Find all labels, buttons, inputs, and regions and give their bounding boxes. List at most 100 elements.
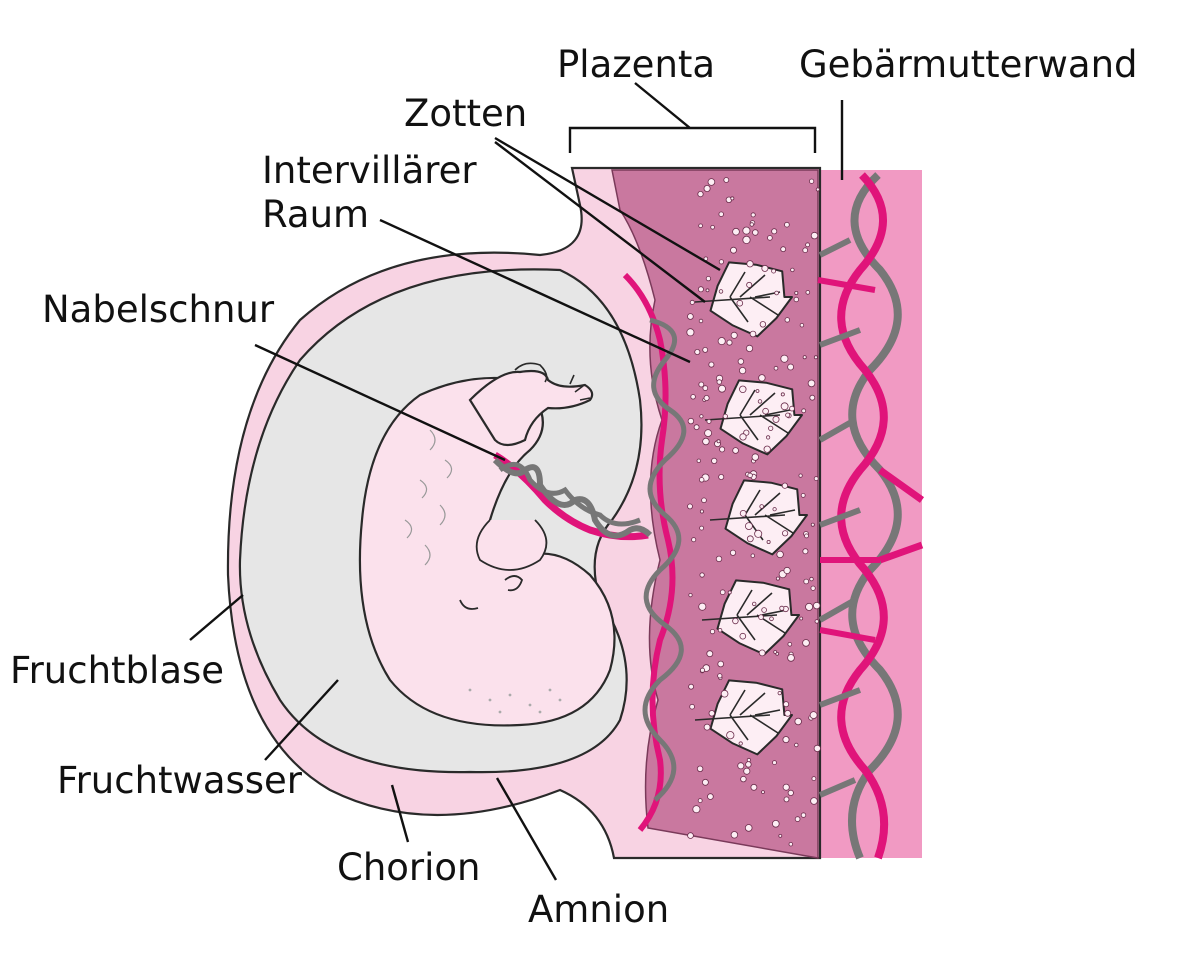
stipple-dot	[803, 356, 806, 359]
stipple-dot	[813, 602, 820, 609]
stipple-dot	[733, 618, 739, 624]
stipple-dot	[699, 224, 703, 228]
label-intervillaerer-line2: Raum	[262, 193, 369, 236]
stipple-dot	[739, 367, 745, 373]
stipple-dot	[747, 282, 752, 287]
stipple-dot	[710, 629, 714, 633]
stipple-dot	[781, 393, 784, 396]
stipple-dot	[741, 776, 747, 782]
stipple-dot	[789, 842, 793, 846]
stipple-dot	[752, 454, 759, 461]
stipple-dot	[707, 419, 711, 423]
stipple-dot	[785, 222, 790, 227]
stipple-dot	[801, 493, 805, 497]
stipple-dot	[747, 758, 750, 761]
stipple-dot	[784, 797, 789, 802]
stipple-dot	[702, 498, 707, 503]
stipple-dot	[703, 386, 708, 391]
stipple-dot	[747, 536, 753, 542]
stipple-dot	[738, 359, 744, 365]
stipple-dot	[791, 268, 795, 272]
label-gebaermutterwand: Gebärmutterwand	[799, 43, 1138, 86]
stipple-dot	[746, 345, 752, 351]
stipple-dot	[727, 340, 732, 345]
label-fruchtwasser: Fruchtwasser	[57, 759, 303, 802]
plazenta-bracket	[570, 83, 815, 153]
stipple-dot	[699, 603, 706, 610]
stipple-dot	[698, 191, 703, 196]
stipple-dot	[782, 531, 787, 536]
stipple-dot	[762, 265, 768, 271]
stipple-dot	[804, 579, 809, 584]
stipple-dot	[697, 766, 703, 772]
stipple-dot	[778, 691, 781, 694]
label-plazenta: Plazenta	[557, 43, 715, 86]
stipple-dot	[731, 197, 734, 200]
stipple-dot	[727, 732, 734, 739]
stipple-dot	[794, 297, 799, 302]
stipple-dot	[755, 530, 762, 537]
stipple-dot	[773, 508, 776, 511]
stipple-dot	[803, 640, 810, 647]
stipple-dot	[709, 362, 714, 367]
stipple-dot	[790, 406, 795, 411]
stipple-dot	[740, 386, 747, 393]
stipple-dot	[716, 556, 722, 562]
stipple-dot	[704, 395, 709, 400]
stipple-dot	[772, 820, 779, 827]
stipple-dot	[759, 375, 766, 382]
stipple-dot	[731, 832, 738, 839]
stipple-dot	[763, 408, 769, 414]
stipple-dot	[688, 504, 693, 509]
stipple-dot	[708, 179, 715, 186]
stipple-dot	[783, 784, 789, 790]
stipple-dot	[702, 779, 708, 785]
stipple-dot	[693, 806, 700, 813]
stipple-dot	[717, 440, 720, 443]
stipple-dot	[728, 591, 731, 594]
stipple-dot	[777, 551, 784, 558]
stipple-dot	[806, 243, 810, 247]
stipple-dot	[739, 742, 742, 745]
stipple-dot	[784, 702, 789, 707]
stipple-dot	[699, 478, 704, 483]
stipple-dot	[788, 642, 792, 646]
stipple-dot	[776, 577, 779, 580]
stipple-dot	[694, 425, 699, 430]
stipple-dot	[756, 390, 759, 393]
stipple-dot	[781, 403, 788, 410]
label-amnion: Amnion	[528, 888, 669, 931]
stipple-dot	[700, 415, 703, 418]
stipple-dot	[788, 364, 794, 370]
stipple-dot	[731, 247, 737, 253]
stipple-dot	[704, 185, 710, 191]
stipple-dot	[718, 661, 724, 667]
stipple-dot	[770, 617, 774, 621]
stipple-dot	[695, 349, 700, 354]
stipple-dot	[700, 510, 703, 513]
stipple-dot	[720, 447, 725, 452]
stipple-dot	[699, 382, 704, 387]
stipple-dot	[688, 418, 694, 424]
stipple-dot	[805, 534, 809, 538]
stipple-dot	[719, 260, 723, 264]
stipple-dot	[803, 248, 808, 253]
stipple-dot	[698, 287, 703, 292]
stipple-dot	[689, 684, 694, 689]
stipple-dot	[707, 651, 713, 657]
stipple-dot	[738, 763, 744, 769]
stipple-dot	[690, 300, 694, 304]
stipple-dot	[709, 711, 715, 717]
stipple-dot	[785, 318, 790, 323]
stipple-dot	[766, 436, 769, 439]
stipple-dot	[814, 745, 820, 751]
stipple-dot	[689, 593, 692, 596]
stipple-dot	[708, 794, 714, 800]
stipple-dot	[730, 550, 735, 555]
stipple-dot	[700, 573, 704, 577]
stipple-dot	[731, 332, 737, 338]
stipple-dot	[751, 213, 755, 217]
stipple-dot	[811, 232, 818, 239]
stipple-dot	[784, 567, 790, 573]
stipple-dot	[691, 395, 696, 400]
